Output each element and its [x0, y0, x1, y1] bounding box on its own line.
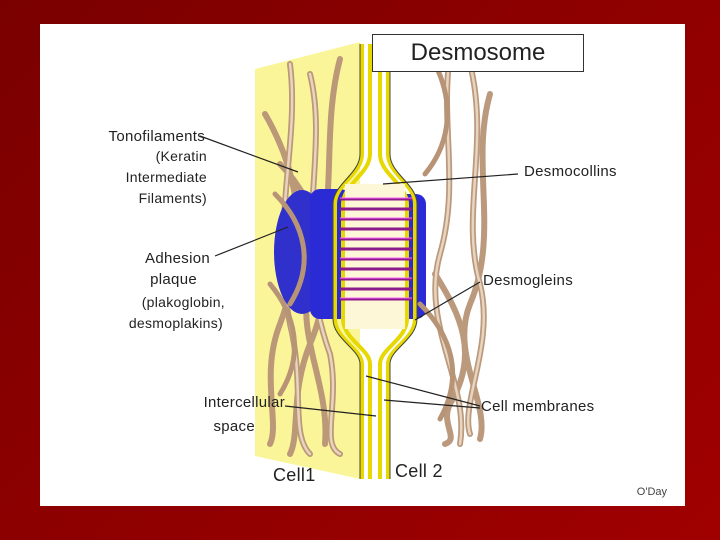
leader-lines — [199, 135, 519, 417]
label-plakoglobin: (plakoglobin, — [141, 294, 225, 310]
label-desmocollins: Desmocollins — [524, 163, 617, 180]
cell-membranes — [333, 44, 417, 479]
label-space: space — [213, 418, 255, 435]
label-plaque: plaque — [150, 271, 197, 288]
linker-highlights — [340, 197, 412, 299]
label-cell-membranes: Cell membranes — [481, 398, 595, 415]
label-intercellular: Intercellular — [203, 394, 285, 411]
desmoglein-linkers — [340, 197, 412, 301]
left-plaque-body — [310, 189, 350, 319]
diagram-title: Desmosome — [372, 34, 584, 72]
label-cell1: Cell1 — [273, 465, 316, 485]
front-filaments — [267, 61, 456, 422]
label-intermediate: Intermediate — [125, 169, 207, 185]
label-filaments: Filaments) — [138, 190, 207, 206]
label-keratin: (Keratin — [155, 148, 207, 164]
membrane-outlines — [332, 44, 418, 479]
diagram-card: Desmosome Tonofilaments (Keratin Interme… — [40, 24, 685, 506]
label-adhesion: Adhesion — [145, 250, 210, 267]
label-desmogleins: Desmogleins — [483, 272, 574, 289]
label-desmoplakins: desmoplakins) — [128, 315, 223, 331]
label-cell2: Cell 2 — [395, 461, 443, 481]
desmosome-illustration — [199, 42, 519, 479]
intercellular-core — [345, 184, 405, 329]
label-tonofilaments: Tonofilaments — [108, 128, 205, 145]
credit-text: O'Day — [636, 486, 667, 498]
